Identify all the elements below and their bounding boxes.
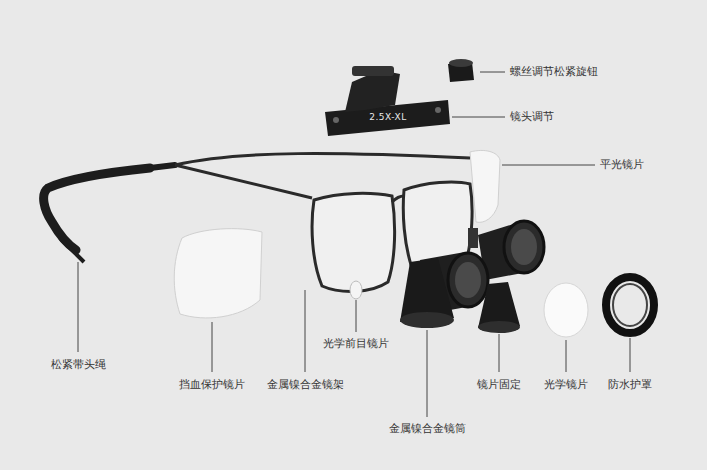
leader-lines [78, 72, 630, 417]
bridge [392, 196, 404, 202]
side-shield [174, 229, 262, 318]
left-barrel-glass [455, 262, 481, 298]
part-label: 镜片固定 [477, 378, 521, 392]
part-label: 螺丝调节松紧旋钮 [510, 65, 598, 79]
part-label: 金属镍合金镜架 [267, 378, 344, 392]
part-label: 平光镜片 [600, 158, 644, 172]
model-engraving: 2.5X-XL [369, 112, 407, 123]
eyepiece-rim [400, 312, 454, 328]
part-label: 镜头调节 [510, 110, 554, 124]
hinge-axle [352, 66, 394, 76]
strap-clip [150, 165, 175, 168]
right-barrel-glass [511, 229, 537, 265]
part-label: 松紧带头绳 [51, 358, 106, 372]
knob-top [449, 59, 473, 67]
part-label: 光学镜片 [544, 378, 588, 392]
head-strap [44, 168, 150, 250]
part-label: 挡血保护镜片 [179, 378, 245, 392]
bracket-hole [333, 117, 339, 123]
left-temple [175, 165, 312, 198]
part-label: 金属镍合金镜筒 [389, 422, 466, 436]
strap-end [60, 238, 84, 262]
waterproof-cap-inner [613, 284, 647, 326]
barrel-mount [468, 228, 478, 248]
part-label: 光学前目镜片 [323, 337, 389, 351]
fixing-rim [478, 321, 520, 333]
left-lens-frame [312, 193, 395, 291]
nose-pad [350, 281, 362, 299]
flat-lens [470, 150, 500, 222]
bracket-hinge [345, 70, 400, 112]
waterproof-cap [606, 277, 654, 333]
bracket-hole [435, 107, 441, 113]
left-barrel-front [448, 253, 488, 307]
right-barrel-front [504, 221, 544, 273]
part-label: 防水护罩 [608, 378, 652, 392]
right-temple [175, 154, 470, 165]
optical-lens [544, 283, 588, 337]
